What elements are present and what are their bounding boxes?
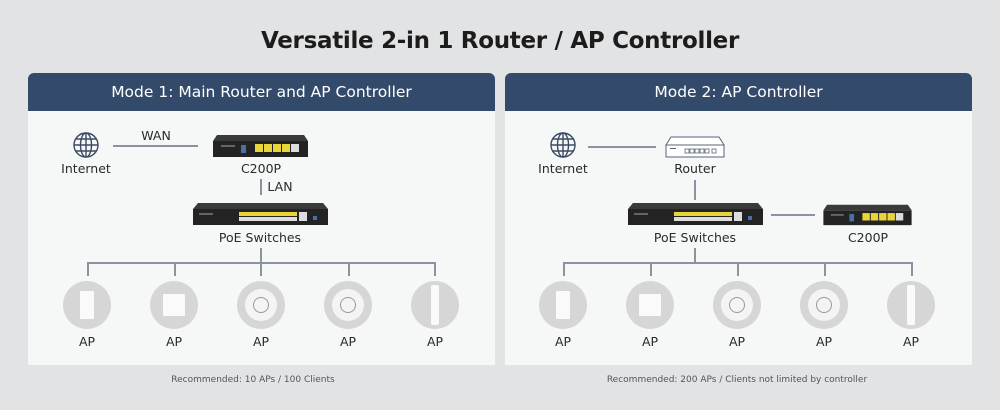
wan-link: [113, 145, 198, 147]
page-title: Versatile 2-in 1 Router / AP Controller: [261, 28, 739, 54]
ap-drop-link: [174, 262, 176, 276]
ap-label: AP: [815, 334, 833, 349]
ap-ceiling-icon: [713, 281, 761, 329]
ap-bus-link: [87, 262, 435, 264]
internet-label: Internet: [538, 161, 588, 176]
poe-switch-icon: [628, 203, 763, 225]
mode-1-panel: Mode 1: Main Router and AP Controller In…: [28, 73, 495, 365]
ap-drop-link: [737, 262, 739, 276]
mode-1-footnote: Recommended: 10 APs / 100 Clients: [171, 375, 335, 385]
ap-ceiling-icon: [237, 281, 285, 329]
ap-drop-link: [824, 262, 826, 276]
ap-wall-square-icon: [626, 281, 674, 329]
ap-drop-link: [434, 262, 436, 276]
ap-label: AP: [554, 334, 572, 349]
ap-drop-link: [650, 262, 652, 276]
wan-label: WAN: [141, 128, 171, 143]
ap-wall-panel-icon: [539, 281, 587, 329]
ap-drop-link: [911, 262, 913, 276]
ap-wall-panel-icon: [63, 281, 111, 329]
ap-label: AP: [252, 334, 270, 349]
ap-wall-square-icon: [150, 281, 198, 329]
ap-ceiling-icon: [800, 281, 848, 329]
lan-label: LAN: [267, 179, 293, 194]
ap-label: AP: [641, 334, 659, 349]
ap-label: AP: [728, 334, 746, 349]
ap-label: AP: [426, 334, 444, 349]
ap-outdoor-icon: [887, 281, 935, 329]
poe-switch-icon: [193, 203, 328, 225]
ap-label: AP: [165, 334, 183, 349]
c200p-label: C200P: [847, 230, 889, 245]
switch-trunk-link: [694, 248, 696, 262]
ap-drop-link: [563, 262, 565, 276]
globe-icon: [550, 132, 576, 158]
lan-link: [260, 179, 262, 195]
globe-icon: [73, 132, 99, 158]
mode-2-footnote: Recommended: 200 APs / Clients not limit…: [606, 375, 868, 385]
c200p-device-icon: [823, 204, 912, 226]
router-switch-link: [694, 180, 696, 200]
ap-ceiling-icon: [324, 281, 372, 329]
ap-label: AP: [339, 334, 357, 349]
internet-router-link: [588, 146, 656, 148]
ap-outdoor-icon: [411, 281, 459, 329]
mode-1-header: Mode 1: Main Router and AP Controller: [28, 73, 495, 111]
poe-switch-label: PoE Switches: [653, 230, 737, 245]
poe-switch-label: PoE Switches: [218, 230, 302, 245]
c200p-device-icon: [213, 135, 308, 157]
ap-label: AP: [78, 334, 96, 349]
ap-drop-link: [87, 262, 89, 276]
c200p-label: C200P: [240, 161, 282, 176]
mode-2-panel: Mode 2: AP Controller Internet Router: [505, 73, 972, 365]
ap-drop-link: [348, 262, 350, 276]
ap-label: AP: [902, 334, 920, 349]
router-icon: [665, 136, 725, 158]
internet-label: Internet: [61, 161, 111, 176]
router-label: Router: [674, 161, 716, 176]
switch-controller-link: [771, 214, 815, 216]
mode-2-header: Mode 2: AP Controller: [505, 73, 972, 111]
